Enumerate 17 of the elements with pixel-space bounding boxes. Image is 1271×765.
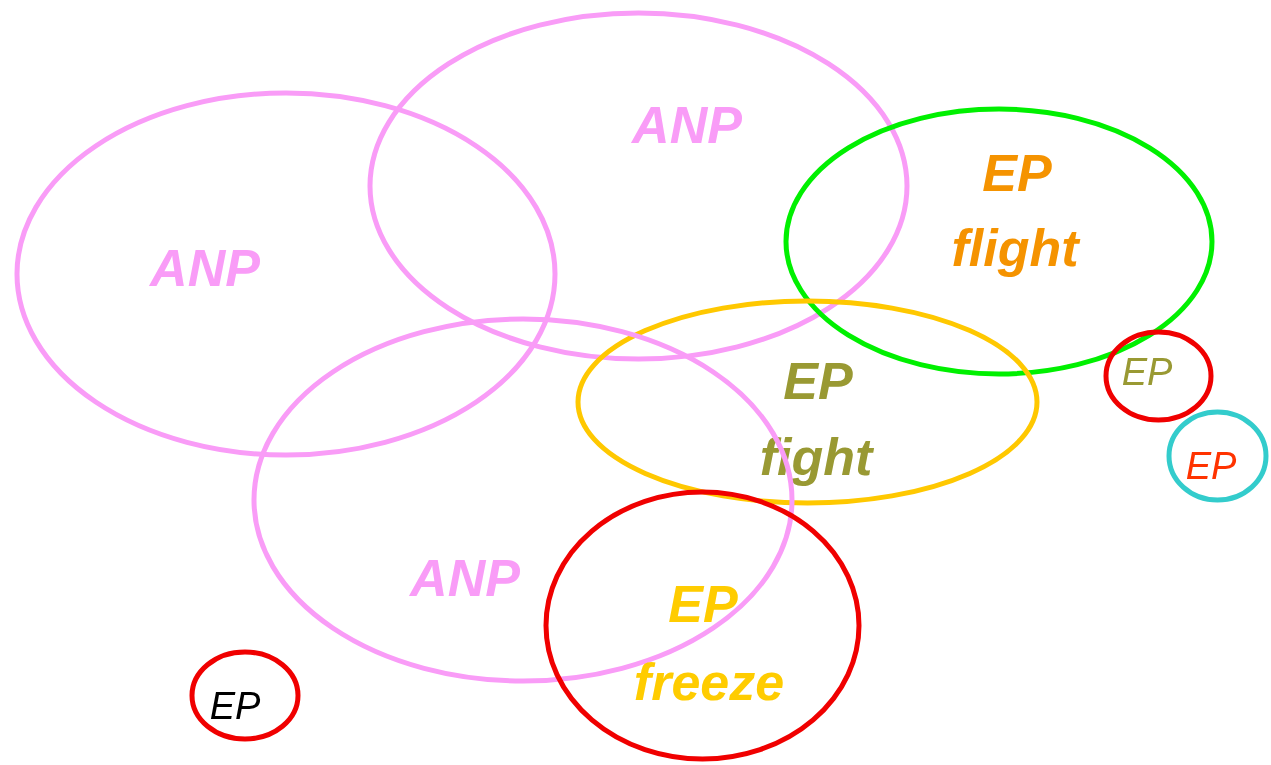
ellipse-label: EP	[783, 355, 853, 407]
ellipse-label: EP	[668, 578, 738, 630]
ellipse	[1166, 409, 1269, 503]
ellipse	[367, 10, 910, 362]
ellipse-label: EP	[1121, 353, 1173, 391]
ellipse	[189, 649, 301, 742]
ellipse-label: EP	[982, 147, 1052, 199]
ellipse-label: EP	[1185, 447, 1237, 485]
ellipse-label: freeze	[633, 656, 785, 708]
ellipse-label: EP	[209, 687, 261, 725]
ellipse	[14, 90, 558, 458]
ellipse	[575, 298, 1040, 506]
ellipse-label: ANP	[410, 552, 520, 604]
ellipse-label: ANP	[150, 242, 260, 294]
ellipse-label: ANP	[632, 99, 742, 151]
ellipse	[1103, 329, 1214, 423]
ellipse	[543, 489, 862, 762]
